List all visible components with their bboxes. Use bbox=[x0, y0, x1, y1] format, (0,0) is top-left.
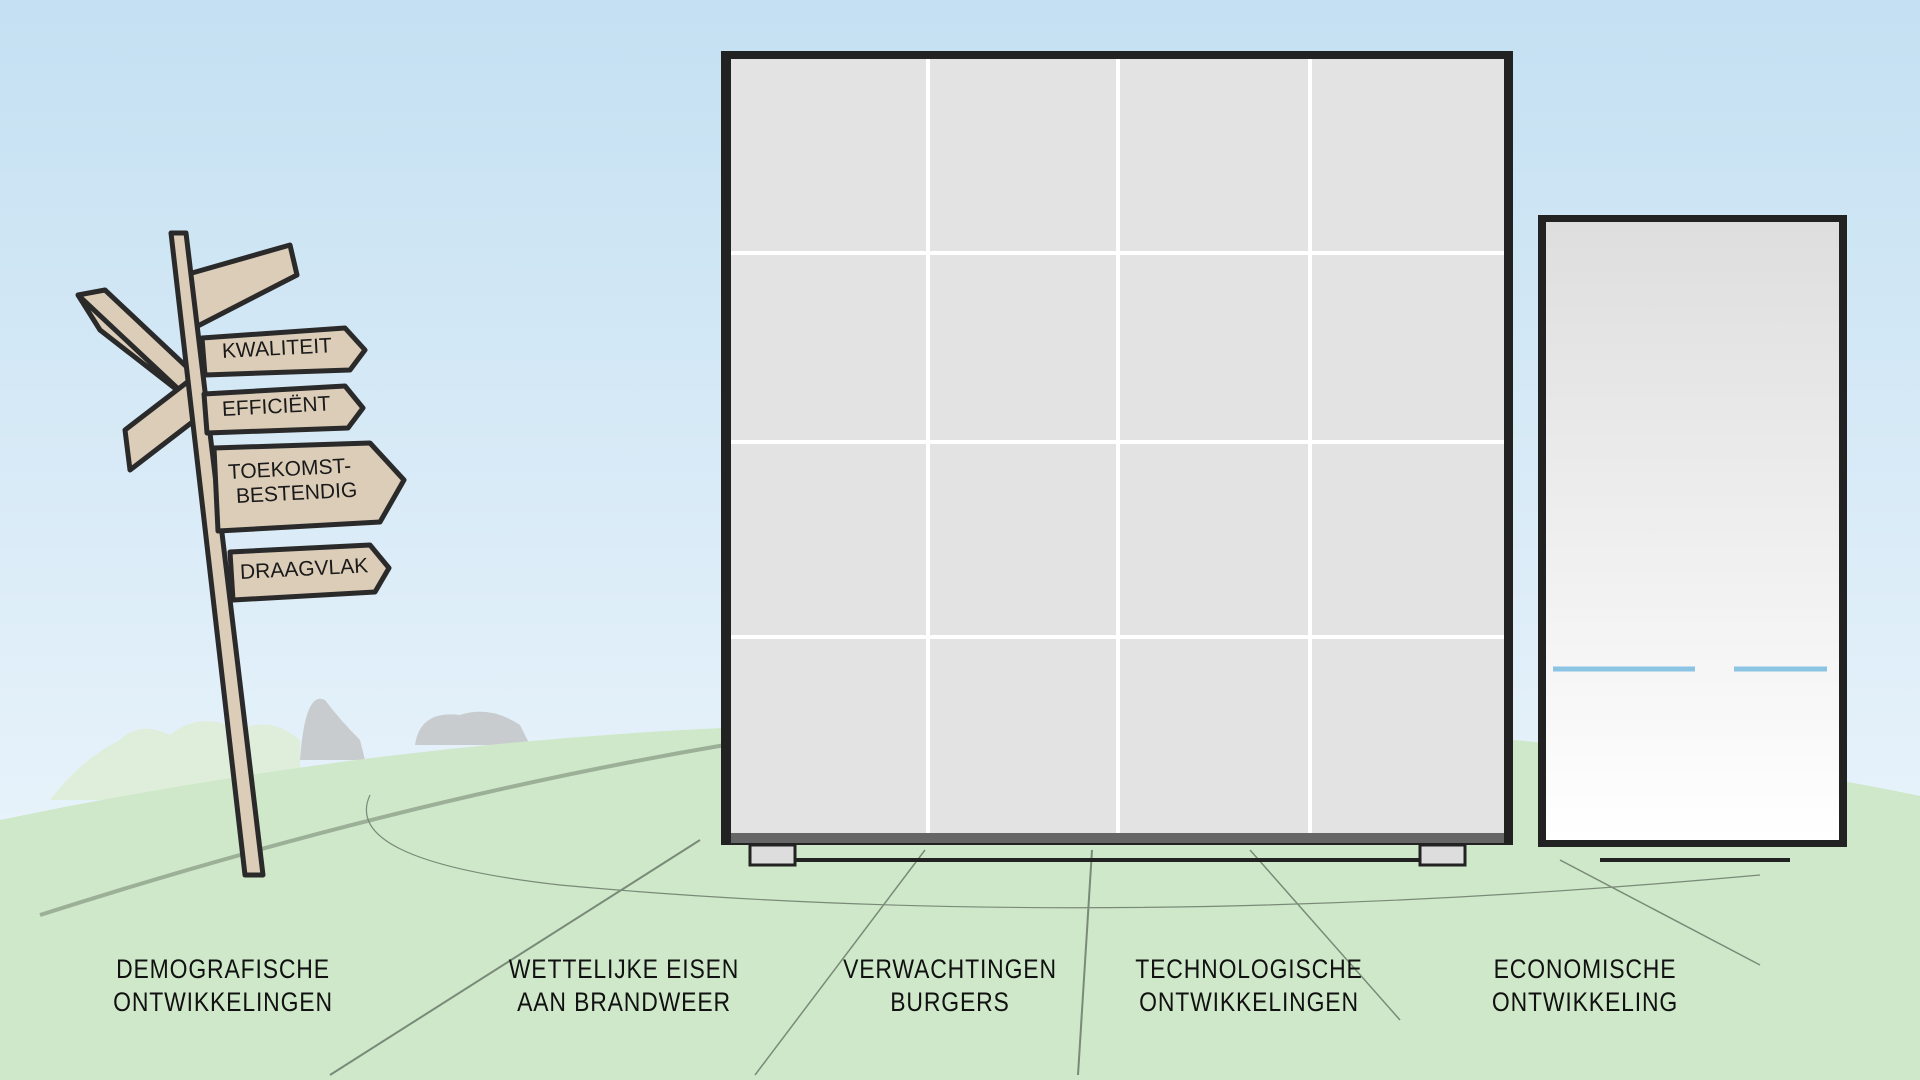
sign-draagvlak-board bbox=[227, 542, 392, 603]
label-line: Economische bbox=[1493, 954, 1677, 984]
sign-efficient-board bbox=[201, 383, 366, 436]
label-line: ontwikkelingen bbox=[1139, 987, 1359, 1017]
signpost bbox=[75, 230, 407, 878]
label-wettelijke-eisen: Wettelijke eisen aan brandweer bbox=[488, 953, 760, 1019]
label-verwachtingen: Verwachtingen burgers bbox=[814, 953, 1086, 1019]
sign-toekomstbestendig-board bbox=[211, 440, 407, 534]
label-line: Demografische bbox=[116, 954, 330, 984]
label-line: Wettelijke eisen bbox=[508, 954, 740, 984]
label-line: ontwikkeling bbox=[1491, 987, 1679, 1017]
label-demografische: Demografische ontwikkelingen bbox=[87, 953, 359, 1019]
sign-kwaliteit-board bbox=[199, 325, 368, 378]
label-line: burgers bbox=[890, 987, 1010, 1017]
label-technologische: Technologische ontwikkelingen bbox=[1113, 953, 1385, 1019]
label-economische: Economische ontwikkeling bbox=[1449, 953, 1721, 1019]
ground-lines bbox=[39, 743, 1761, 1076]
label-line: Technologische bbox=[1135, 954, 1363, 984]
label-line: aan brandweer bbox=[517, 987, 731, 1017]
rocks bbox=[300, 698, 530, 760]
main-board bbox=[721, 51, 1513, 867]
label-line: Verwachtingen bbox=[843, 954, 1057, 984]
side-board bbox=[1538, 215, 1847, 862]
label-line: ontwikkelingen bbox=[113, 987, 333, 1017]
